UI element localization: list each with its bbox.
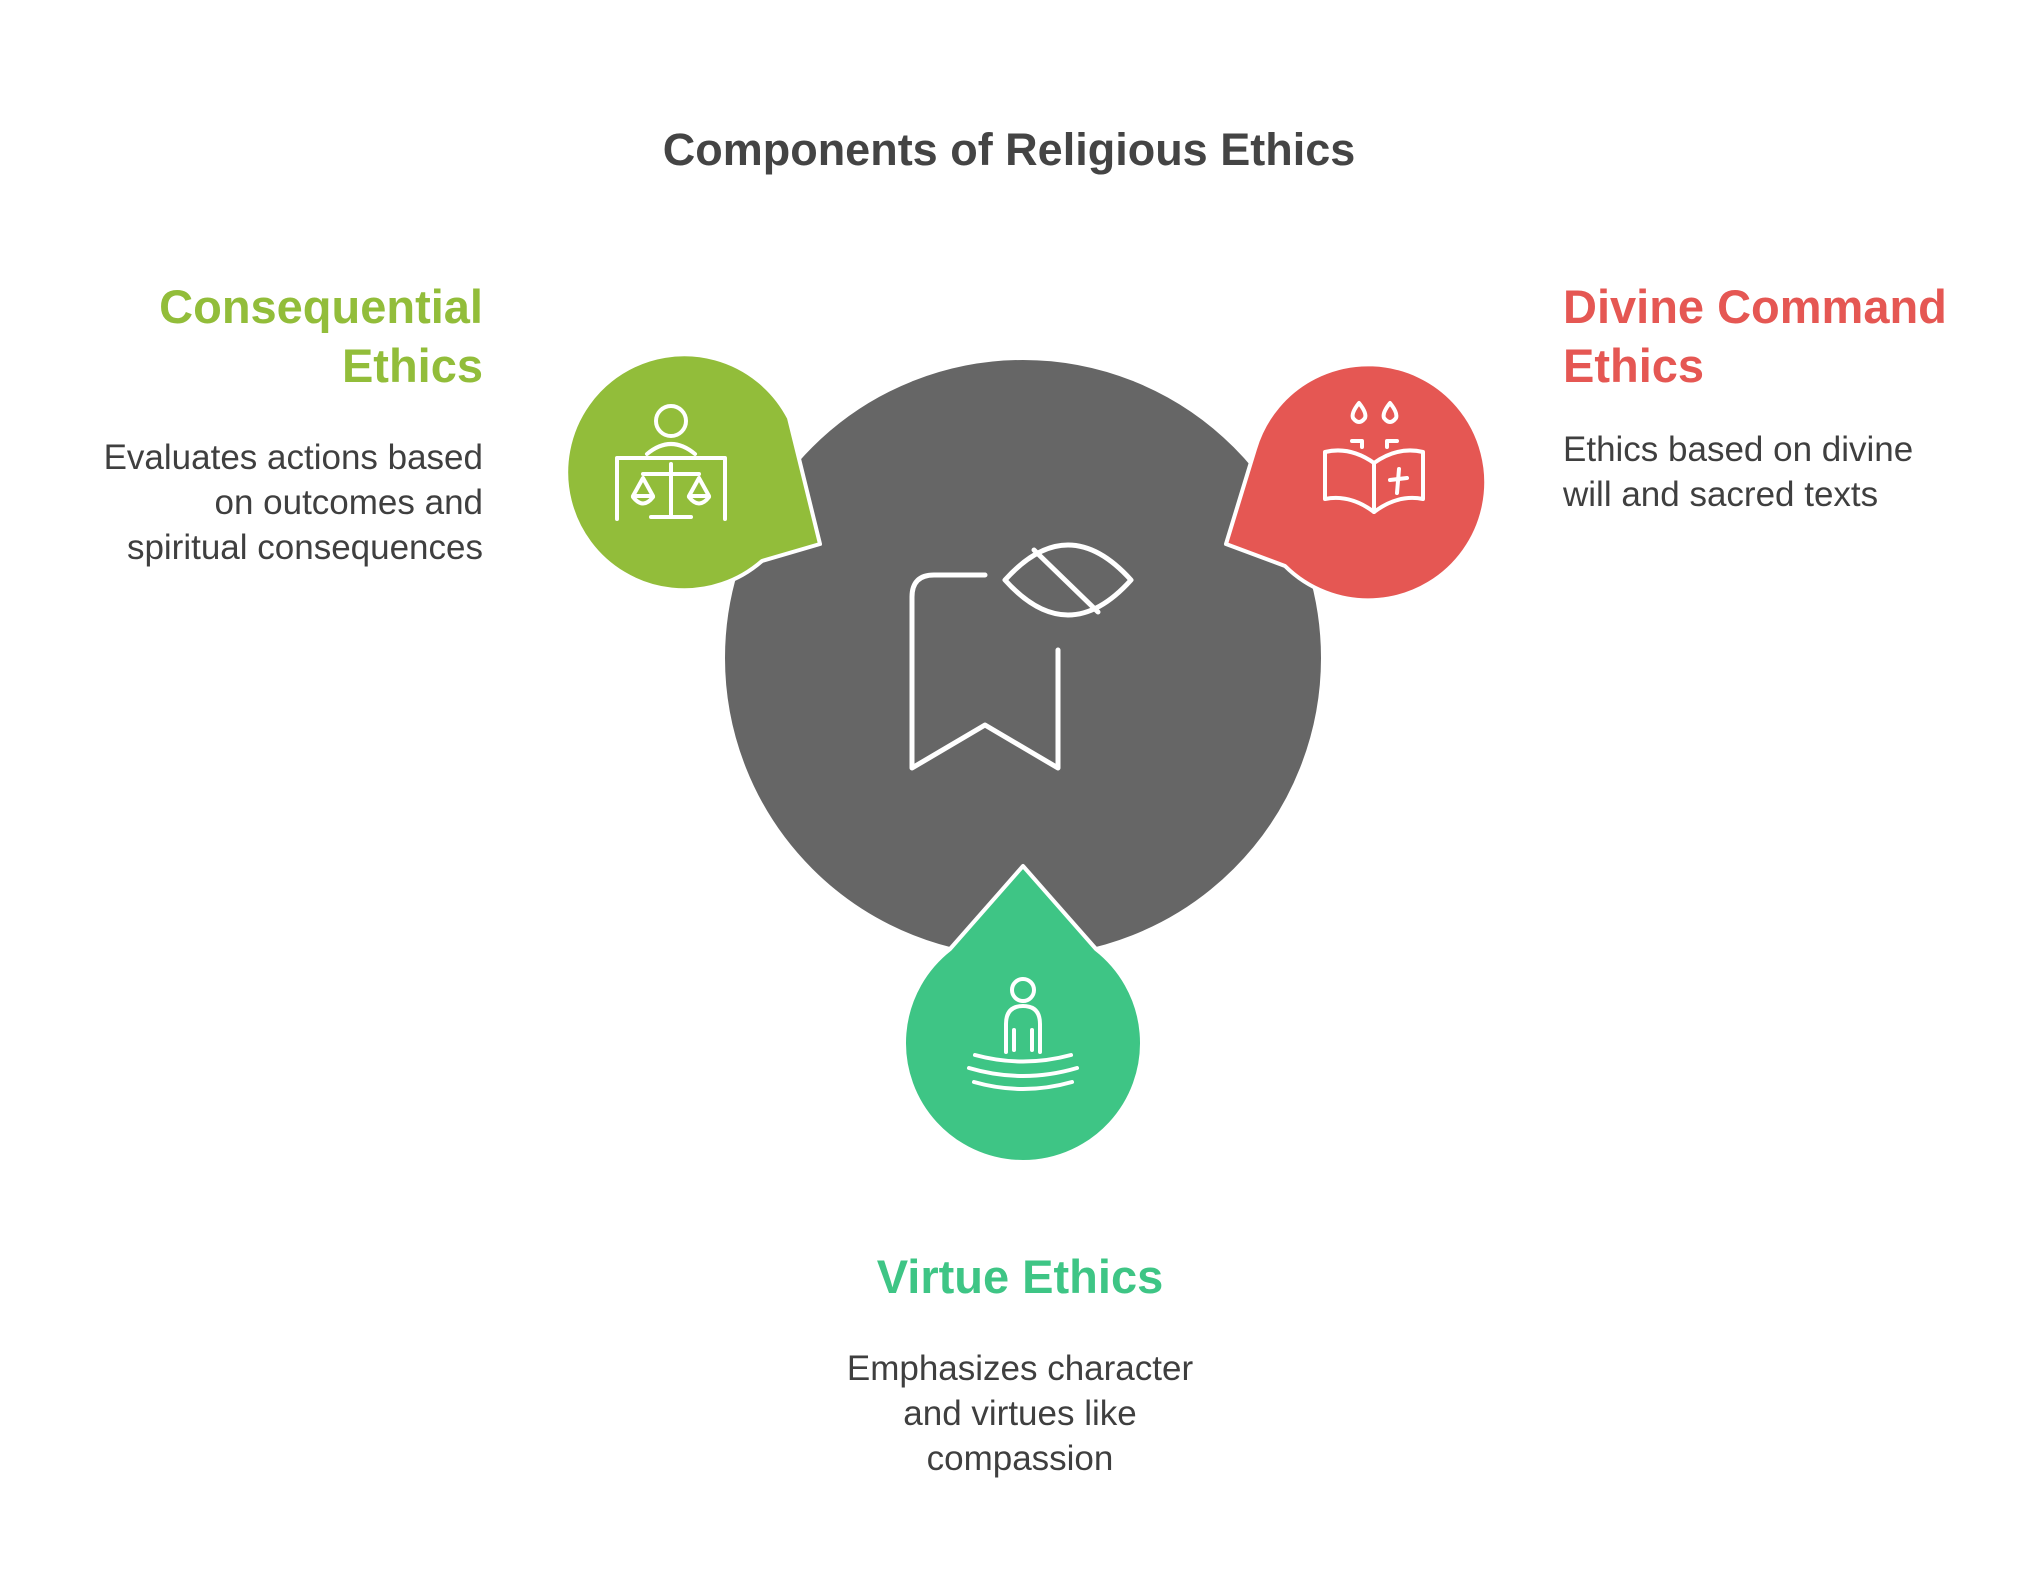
heading-line: Ethics: [1563, 339, 1705, 392]
description-line: will and sacred texts: [1563, 475, 1879, 514]
heading-line: Divine Command: [1563, 280, 1947, 333]
description-line: on outcomes and: [214, 483, 483, 522]
divine-command-ethics-heading: Divine Command Ethics: [1563, 277, 1947, 395]
description-line: and virtues like: [903, 1394, 1137, 1433]
description-line: Emphasizes character: [846, 1349, 1194, 1388]
description-line: Evaluates actions based: [103, 438, 483, 477]
description-line: Ethics based on divine: [1563, 430, 1914, 469]
consequential-ethics-heading: Consequential Ethics: [159, 277, 483, 395]
meditation-person-icon: [967, 977, 1079, 1091]
holy-book-candles-icon: [1323, 401, 1425, 514]
judge-scales-icon: [615, 404, 727, 521]
heading-line: Ethics: [341, 339, 483, 392]
divine-command-ethics-drop: [1224, 362, 1489, 603]
bookmark-eye-icon: [909, 542, 1134, 771]
heading-line: Virtue Ethics: [876, 1250, 1164, 1303]
divine-command-ethics-description: Ethics based on divine will and sacred t…: [1563, 427, 1913, 517]
description-line: spiritual consequences: [126, 528, 483, 567]
consequential-ethics-description: Evaluates actions based on outcomes and …: [104, 435, 483, 570]
virtue-ethics-drop: [902, 864, 1144, 1164]
virtue-ethics-description: Emphasizes character and virtues like co…: [770, 1346, 1270, 1481]
heading-line: Consequential: [159, 280, 483, 333]
virtue-ethics-heading: Virtue Ethics: [770, 1247, 1270, 1306]
description-line: compassion: [926, 1439, 1114, 1478]
page-title: Components of Religious Ethics: [662, 124, 1356, 175]
